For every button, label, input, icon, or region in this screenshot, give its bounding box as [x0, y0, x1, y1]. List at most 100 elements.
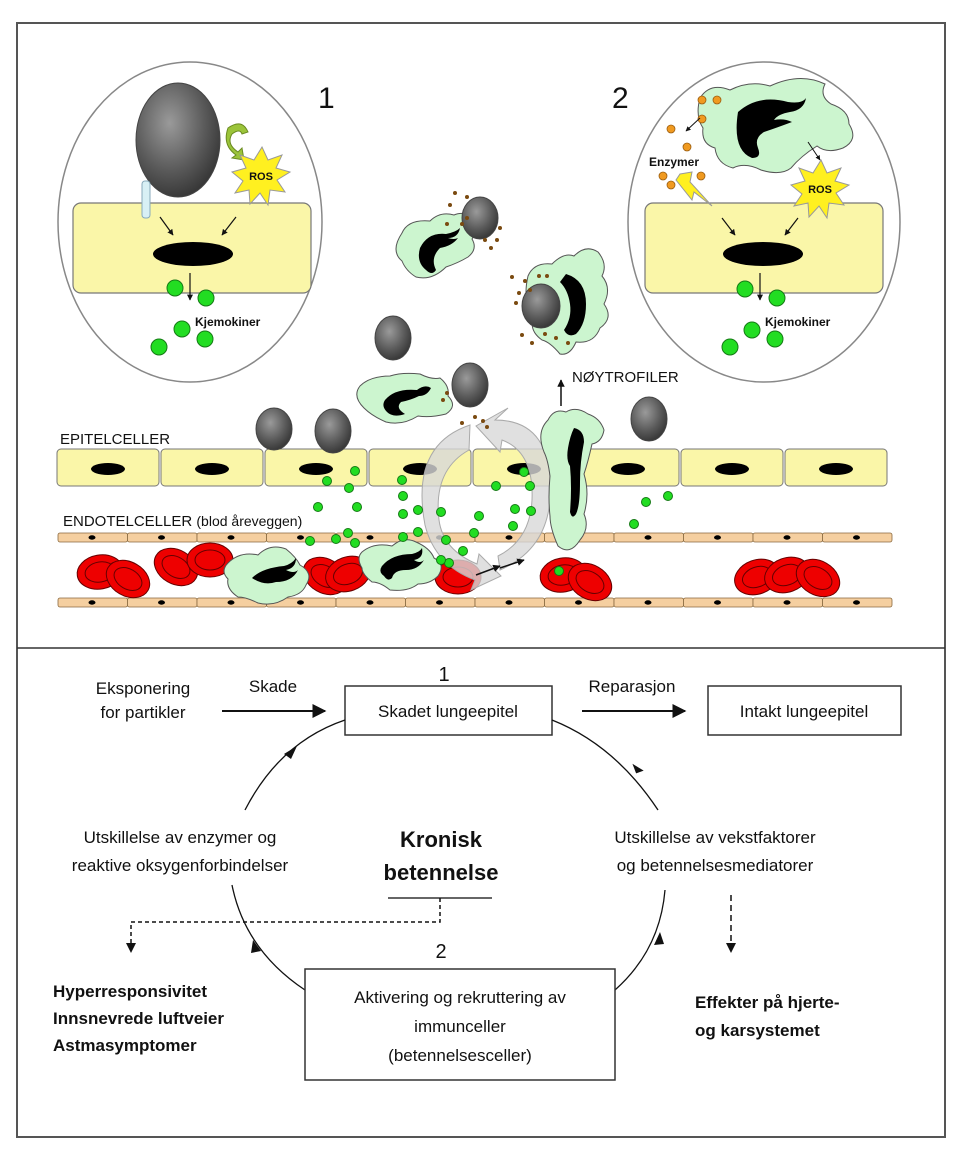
particle — [461, 196, 499, 240]
chemokine-label: Kjemokiner — [195, 315, 261, 329]
growth-factors-line2: og betennelsesmediatorer — [617, 856, 814, 875]
chemokine-dot — [469, 528, 479, 538]
ros-burst-icon — [230, 145, 292, 207]
particle — [135, 82, 221, 198]
center-title-line2: betennelse — [384, 860, 499, 885]
enzyme-granules — [441, 191, 570, 429]
enzyme-granule — [460, 222, 464, 226]
signal-arrow — [159, 216, 174, 236]
chemokine-dot — [344, 483, 354, 493]
enzyme-granule — [453, 191, 457, 195]
chemokine-dot — [663, 491, 673, 501]
chemokine-dot — [343, 528, 353, 538]
enzyme-granule — [530, 341, 534, 345]
neutrophil — [356, 372, 453, 424]
enzyme-granule — [465, 216, 469, 220]
cell-nucleus — [611, 463, 645, 475]
enzyme-granule — [528, 288, 532, 292]
chemokine-dot — [629, 519, 639, 529]
endothelial-nucleus — [366, 600, 374, 605]
endothelial-cells-label: ENDOTELCELLER (blod åreveggen) — [63, 513, 302, 530]
chemokine-dot — [436, 555, 446, 565]
neutrophil — [395, 212, 476, 279]
endothelial-nucleus — [158, 535, 165, 540]
enzyme-granule — [498, 226, 502, 230]
cycle-arrowhead — [284, 746, 297, 759]
chemokine-dot — [474, 511, 484, 521]
red-blood-cells — [76, 542, 841, 602]
enzyme-granule — [445, 391, 449, 395]
endothelial-nucleus — [853, 600, 860, 605]
enzyme-dot — [666, 124, 676, 134]
enzyme-granule — [489, 246, 493, 250]
endothelial-nucleus — [297, 535, 304, 540]
neutrophils-label: NØYTROFILER — [572, 369, 679, 386]
chemokine-dot — [736, 280, 754, 298]
inset-number: 2 — [612, 82, 629, 115]
damaged-epithelium-text: Skadet lungeepitel — [378, 702, 518, 721]
activation-line1: Aktivering og rekruttering av — [354, 988, 566, 1007]
chemokine-dot — [322, 476, 332, 486]
cycle-arrowhead — [251, 940, 261, 953]
inset-2: Enzymer ROS 2 Kjemokiner — [612, 61, 901, 383]
activation-box — [304, 968, 616, 1081]
enzyme-granule — [441, 398, 445, 402]
cell-nucleus — [153, 242, 233, 266]
red-blood-cell-center — [803, 566, 833, 590]
epithelial-cells-label: EPITELCELLER — [60, 431, 170, 448]
enzyme-granule — [473, 415, 477, 419]
endothelial-nucleus — [227, 600, 235, 605]
cycle-arc-to-growth-factors — [551, 719, 659, 811]
airway-effect-1: Hyperresponsivitet — [53, 982, 207, 1001]
chemokine-dot — [491, 481, 501, 491]
chemokine-dot — [331, 534, 341, 544]
particle — [451, 362, 489, 408]
signal-arrow — [721, 217, 736, 236]
enzyme-granule — [517, 291, 521, 295]
endothelial-nucleus — [297, 600, 304, 605]
endothelial-nucleus — [575, 600, 582, 605]
red-blood-cell — [105, 559, 151, 599]
enzyme-granule — [495, 238, 499, 242]
endothelial-nucleus — [88, 535, 96, 540]
dashed-arrowhead — [126, 943, 136, 953]
enzyme-granule — [483, 238, 487, 242]
cell-nucleus — [195, 463, 229, 475]
enzyme-granule — [460, 421, 464, 425]
chemokine-dot — [510, 504, 520, 514]
enzyme-granule — [445, 222, 449, 226]
activation-line3: (betennelsesceller) — [388, 1046, 532, 1065]
red-blood-cell — [795, 558, 841, 598]
cell-nucleus — [715, 463, 749, 475]
signal-arrow — [221, 216, 237, 236]
endothelial-wall-bottom — [57, 597, 893, 608]
neutrophil-transmigrating — [540, 408, 605, 551]
chemokine-dot — [398, 509, 408, 519]
chemokine-dot — [398, 532, 408, 542]
center-title-line1: Kronisk — [400, 827, 483, 852]
chemokine-dot — [768, 289, 786, 307]
intact-epithelium-box — [707, 685, 902, 736]
chemokine-dot — [436, 507, 446, 517]
endothelial-nucleus — [714, 600, 721, 605]
endothelial-nucleus — [436, 600, 443, 605]
cycle-arc-to-enzymes — [231, 884, 306, 991]
chemokine-dot — [166, 279, 184, 297]
enzymes-ros-line1: Utskillelse av enzymer og — [84, 828, 277, 847]
chemokine-dot — [313, 502, 323, 512]
particle — [374, 315, 412, 361]
migration-arrow — [475, 564, 501, 576]
cell-nucleus — [819, 463, 853, 475]
enzyme-granule — [514, 301, 518, 305]
chemokine-dot — [196, 330, 214, 348]
enzyme-dot — [697, 114, 707, 124]
inset-number: 1 — [318, 82, 335, 115]
step-2-number: 2 — [435, 941, 446, 963]
enzyme-granule — [523, 279, 527, 283]
enzyme-dot — [697, 95, 707, 105]
enzyme-granule — [545, 274, 549, 278]
cell-nucleus — [723, 242, 803, 266]
cardio-effect-1: Effekter på hjerte- — [695, 993, 840, 1012]
particle — [521, 283, 561, 329]
